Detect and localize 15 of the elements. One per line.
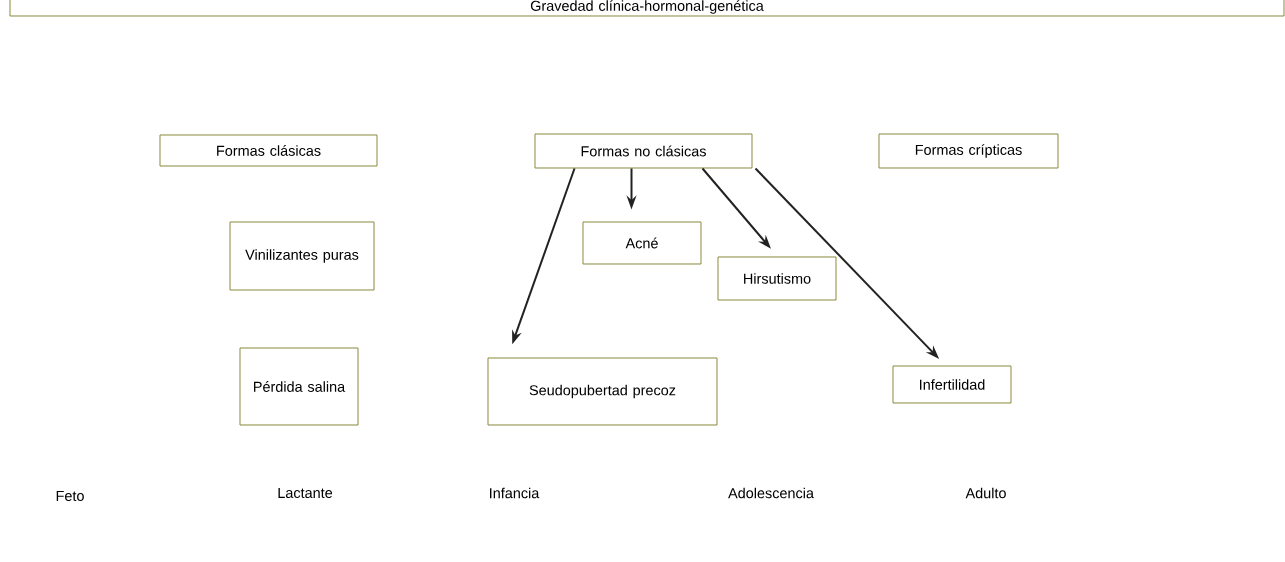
text-box: Seudopubertad precoz — [487, 357, 718, 426]
stage-label: Lactante — [278, 487, 333, 499]
stage-label: Adulto — [965, 487, 1006, 499]
text-box: Formas clásicas — [159, 134, 378, 167]
stage-label: Feto — [56, 490, 84, 502]
text-box: Formas crípticas — [878, 133, 1059, 169]
text-box: Hirsutismo — [717, 256, 837, 301]
text-box: Vinilizantes puras — [229, 221, 375, 291]
title-band: Gravedad clínica-hormonal-genética — [9, 0, 1285, 17]
stage-label: Infancia — [490, 487, 540, 499]
text-box: Infertilidad — [892, 365, 1012, 404]
text-box: Formas no clásicas — [534, 133, 753, 169]
text-box: Acné — [582, 221, 702, 265]
stage-label: Adolescencia — [728, 487, 814, 499]
text-box: Pérdida salina — [239, 347, 359, 426]
